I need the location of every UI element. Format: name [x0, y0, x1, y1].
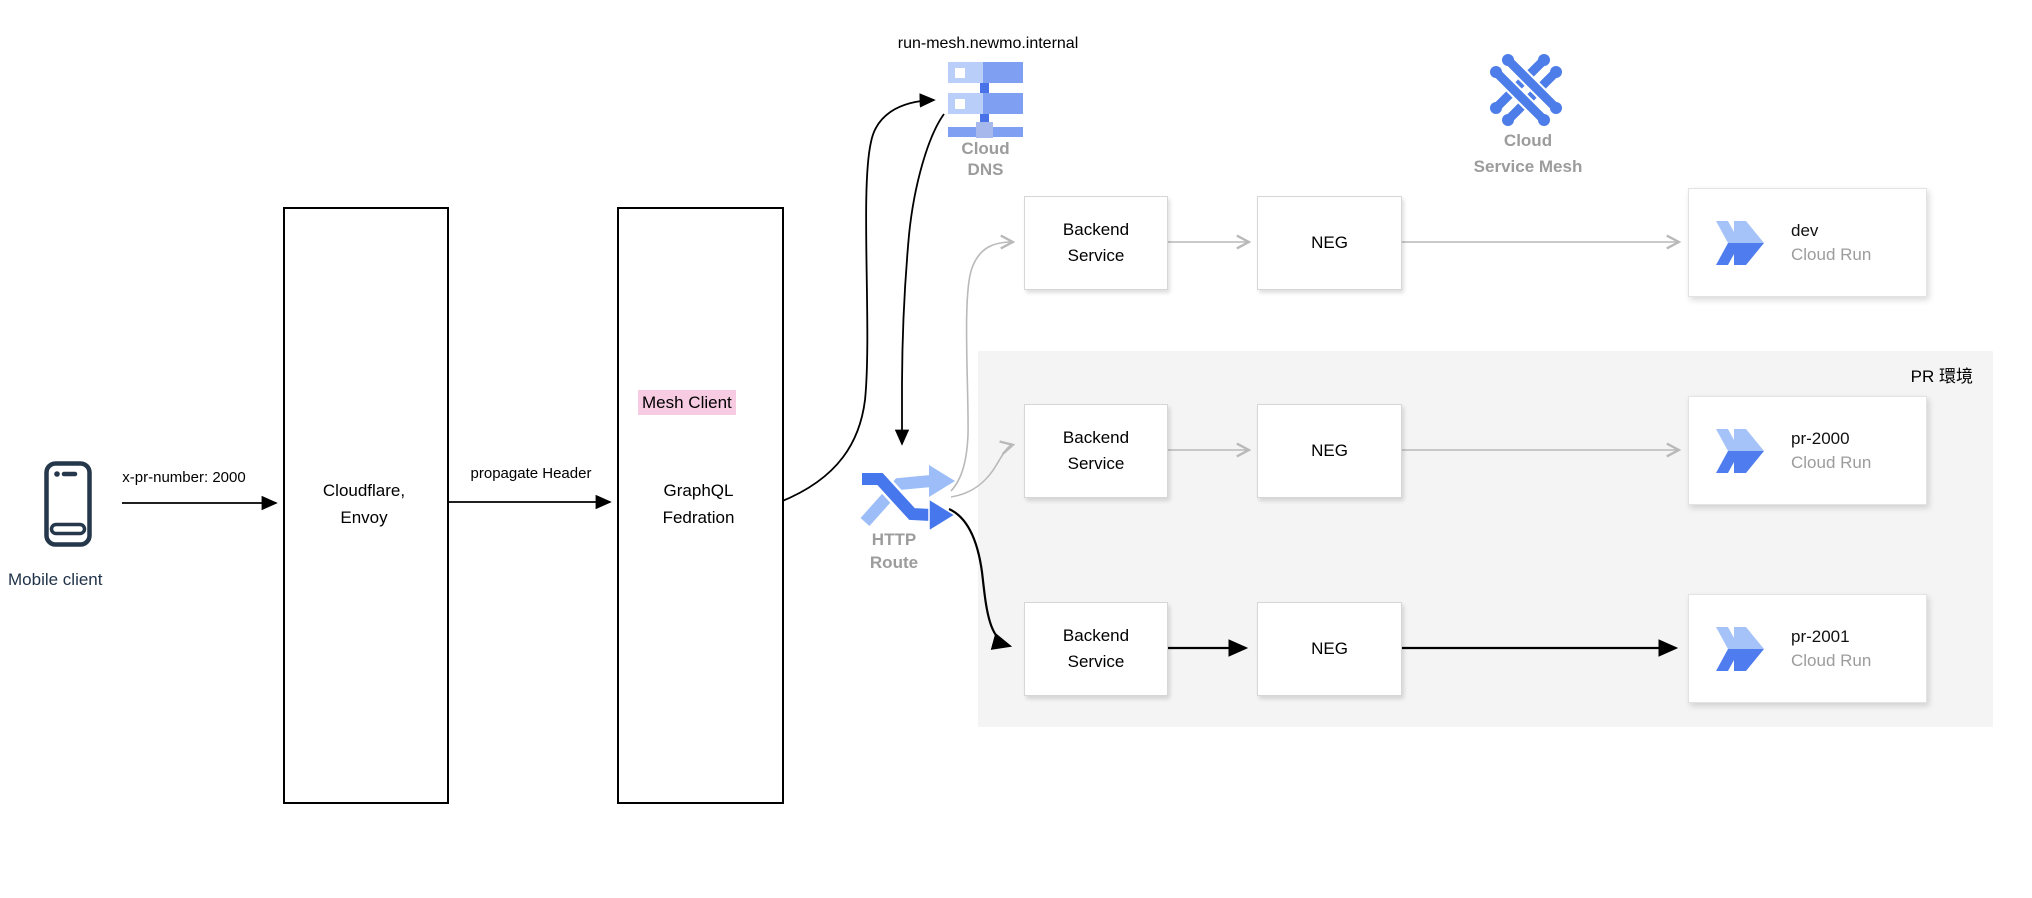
- edge-httproute-to-backend-pr2001: [948, 507, 1013, 650]
- neg-box-pr2000: NEG: [1257, 404, 1402, 498]
- http-route-caption: HTTP Route: [869, 530, 919, 572]
- cloud-run-card-dev: dev Cloud Run: [1688, 188, 1927, 297]
- cloud-run-type: Cloud Run: [1791, 650, 1872, 670]
- mobile-client-label: Mobile client: [8, 570, 103, 589]
- mesh-client-badge: Mesh Client: [638, 390, 736, 415]
- cloud-run-type: Cloud Run: [1791, 244, 1872, 264]
- cloudflare-envoy-box: [283, 207, 449, 804]
- edge-httproute-to-backend-dev: [950, 234, 1016, 492]
- cloud-run-icon: [1716, 428, 1764, 473]
- mobile-phone-icon: [44, 461, 92, 547]
- cloud-dns-icon: [948, 62, 1023, 138]
- neg-box-pr2001: NEG: [1257, 602, 1402, 696]
- http-route-icon: [860, 465, 957, 533]
- cloud-dns-caption: Cloud DNS: [961, 139, 1010, 179]
- neg-box-dev: NEG: [1257, 196, 1402, 290]
- cloudflare-envoy-label: Cloudflare, Envoy: [322, 481, 406, 527]
- cloud-service-mesh-caption: Cloud Service Mesh: [1473, 131, 1583, 176]
- dns-hostname-label: run-mesh.newmo.internal: [897, 35, 1079, 52]
- edge-dns-to-httproute: [894, 113, 945, 446]
- propagate-header-edge-label: propagate Header: [470, 465, 592, 482]
- cloud-run-card-pr2001: pr-2001 Cloud Run: [1688, 594, 1927, 703]
- cloud-run-type: Cloud Run: [1791, 452, 1872, 472]
- graphql-federation-box: [617, 207, 784, 804]
- cloud-run-icon: [1716, 220, 1764, 265]
- cloud-run-name: dev: [1791, 220, 1819, 240]
- cloud-service-mesh-icon: [1490, 54, 1562, 126]
- edge-graphql-to-dns: [779, 93, 936, 503]
- edge-httproute-to-backend-pr2000: [950, 440, 1016, 498]
- cloud-run-name: pr-2000: [1791, 428, 1850, 448]
- x-pr-number-edge-label: x-pr-number: 2000: [122, 469, 246, 486]
- pr-environment-label: PR 環境: [1910, 367, 1973, 386]
- cloud-run-icon: [1716, 626, 1764, 671]
- graphql-federation-label: GraphQL Fedration: [662, 481, 735, 527]
- cloud-run-card-pr2000: pr-2000 Cloud Run: [1688, 396, 1927, 505]
- cloud-run-name: pr-2001: [1791, 626, 1850, 646]
